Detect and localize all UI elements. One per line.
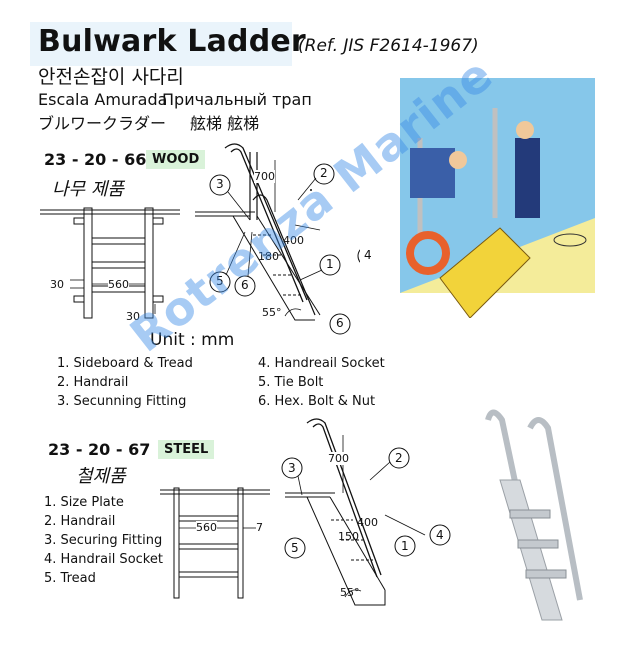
- steel-callout-4: 4: [436, 528, 444, 542]
- steel-badge: STEEL: [158, 440, 215, 459]
- part-item: 4. Handrail Socket: [44, 552, 163, 567]
- steel-dim-height: 700: [328, 452, 349, 465]
- steel-callout-1: 1: [401, 539, 409, 553]
- part-item: 5. Tread: [44, 571, 96, 586]
- japanese-title: ブルワークラダー: [38, 114, 167, 133]
- wood-callout-3: 3: [216, 177, 224, 191]
- page-title: Bulwark Ladder: [38, 24, 306, 59]
- title-background: [30, 22, 292, 66]
- ship-illustration: [400, 78, 595, 318]
- part-item: 5. Tie Bolt: [258, 375, 324, 390]
- steel-dim-angle: 55°: [340, 586, 360, 599]
- part-item: 3. Secunning Fitting: [57, 394, 187, 409]
- steel-front-view: [160, 487, 270, 599]
- chinese-title: 舷梯 舷梯: [190, 114, 260, 133]
- steel-side-view: [285, 418, 426, 606]
- wood-side-view: [195, 143, 321, 321]
- steel-dim-length: 400: [357, 516, 378, 529]
- steel-callout-5: 5: [291, 541, 299, 555]
- wood-callout-4: 4: [364, 248, 372, 262]
- wood-callout-2: 2: [320, 166, 328, 180]
- wood-callouts: [209, 163, 360, 335]
- wood-dim-angle: 55°: [262, 306, 282, 319]
- wood-parts-left: 1. Sideboard & Tread 2. Handrail 3. Secu…: [57, 354, 193, 411]
- steel-callout-3: 3: [288, 461, 296, 475]
- wood-badge: WOOD: [146, 150, 206, 169]
- part-item: 4. Handreail Socket: [258, 356, 385, 371]
- steel-ladder-photo: [485, 409, 583, 621]
- part-item: 2. Handrail: [44, 514, 116, 529]
- wood-korean: 나무 제품: [52, 179, 124, 200]
- wood-dim-length: 400: [283, 234, 304, 247]
- wood-dim-bottom: 30: [126, 310, 140, 323]
- russian-title: Причальный трап: [162, 90, 312, 109]
- wood-callout-1: 1: [326, 257, 334, 271]
- wood-dim-left: 30: [50, 278, 64, 291]
- steel-code: 23 - 20 - 67: [48, 440, 151, 459]
- part-item: 1. Size Plate: [44, 495, 124, 510]
- wood-callout-6: 6: [241, 278, 249, 292]
- wood-dim-height: 700: [254, 170, 275, 183]
- wood-callout-6b: 6: [336, 316, 344, 330]
- portuguese-title: Escala Amurada: [38, 90, 168, 109]
- steel-korean: 철제품: [76, 466, 126, 487]
- steel-callout-2: 2: [395, 451, 403, 465]
- steel-callouts: [281, 447, 451, 559]
- reference-standard: (Ref. JIS F2614-1967): [298, 36, 479, 56]
- part-item: 3. Securing Fitting: [44, 533, 163, 548]
- steel-dim-side: 7: [256, 521, 263, 534]
- wood-dim-width: 560: [108, 278, 129, 291]
- steel-parts: 1. Size Plate 2. Handrail 3. Securing Fi…: [44, 493, 163, 588]
- unit-label: Unit : mm: [150, 330, 235, 350]
- wood-callout-5: 5: [216, 274, 224, 288]
- korean-title: 안전손잡이 사다리: [38, 66, 184, 88]
- steel-dim-step: 150: [338, 530, 359, 543]
- wood-code: 23 - 20 - 66: [44, 150, 147, 169]
- part-item: 1. Sideboard & Tread: [57, 356, 193, 371]
- wood-parts-right: 4. Handreail Socket 5. Tie Bolt 6. Hex. …: [258, 354, 385, 411]
- part-item: 6. Hex. Bolt & Nut: [258, 394, 376, 409]
- steel-dim-width: 560: [196, 521, 217, 534]
- wood-dim-step: 180: [258, 250, 279, 263]
- wood-front-view: [40, 207, 180, 319]
- part-item: 2. Handrail: [57, 375, 129, 390]
